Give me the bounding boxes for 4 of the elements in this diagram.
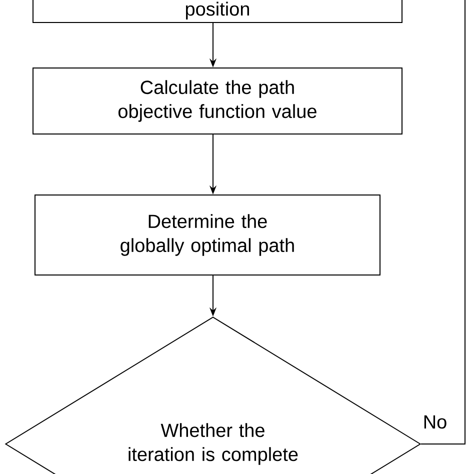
process-box: Calculate the path objective function value: [32, 68, 402, 134]
edge-label: No: [424, 415, 446, 429]
process-box: position: [32, 0, 402, 23]
process-box: Determine the globally optimal path: [34, 194, 380, 276]
